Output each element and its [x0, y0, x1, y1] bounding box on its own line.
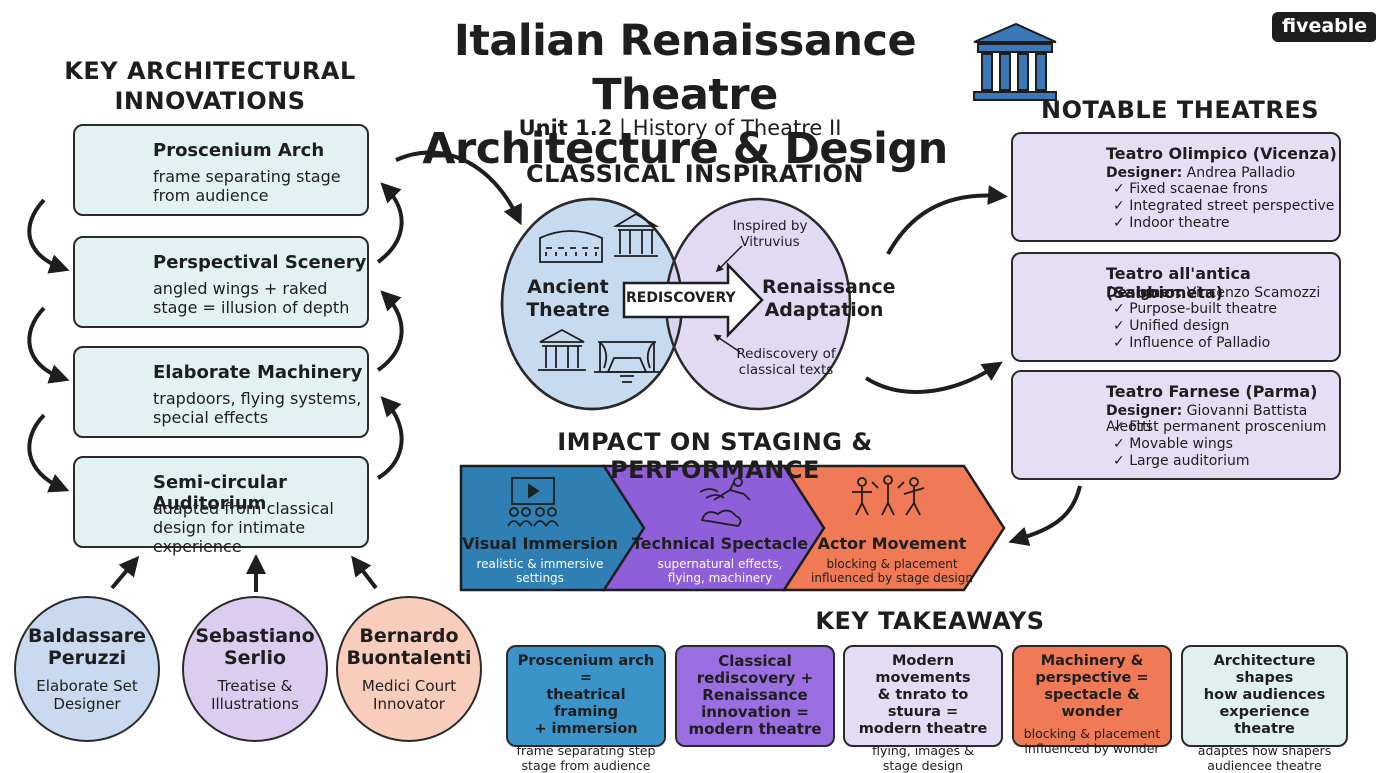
fiveable-logo[interactable]: fiveable	[1272, 12, 1376, 42]
theatre-card-farnese: Teatro Farnese (Parma) Designer: Giovann…	[1011, 370, 1341, 480]
innovations-heading: KEY ARCHITECTURAL INNOVATIONS	[64, 57, 356, 115]
page-title: Italian Renaissance Theatre Architecture…	[422, 16, 948, 174]
innovation-desc: trapdoors, flying systems, special effec…	[153, 389, 362, 427]
theatre-features: First permanent proscenium Movable wings…	[1113, 419, 1326, 470]
innovation-card-machinery: Elaborate Machinery trapdoors, flying sy…	[73, 346, 369, 438]
temple-icon	[612, 212, 660, 257]
feature-item: Fixed scaenae frons	[1113, 181, 1334, 198]
impact-band	[459, 464, 1006, 592]
parthenon-icon	[973, 22, 1057, 101]
innovation-card-auditorium: Semi-circular Auditorium adapted from cl…	[73, 456, 369, 556]
feature-item: Large auditorium	[1113, 453, 1326, 470]
innovation-card-proscenium: Proscenium Arch frame separating stage f…	[73, 124, 369, 216]
feature-item: Purpose-built theatre	[1113, 301, 1277, 318]
theatre-name: Teatro all'antica (Sabbioneta)	[1106, 264, 1251, 302]
innovation-desc: angled wings + raked stage = illusion of…	[153, 279, 350, 317]
theatre-card-sabbioneta: Teatro all'antica (Sabbioneta) Designer:…	[1011, 252, 1341, 362]
feature-item: Unified design	[1113, 318, 1277, 335]
page-subtitle: Unit 1.2 | History of Theatre II	[518, 116, 842, 140]
innovation-desc: adapted from classical design for intima…	[153, 499, 334, 556]
rediscovery-label: REDISCOVERY	[626, 290, 736, 306]
innovation-card-perspective: Perspectival Scenery angled wings + rake…	[73, 236, 369, 328]
theatre-card-olimpico: Teatro Olimpico (Vicenza) Designer: Andr…	[1011, 132, 1341, 242]
impact-heading: IMPACT ON STAGING & PERFORMANCE	[557, 428, 873, 484]
takeaway-card-4: Machinery &perspective =spectacle & wond…	[1012, 645, 1172, 756]
takeaway-card-3: Modern movements& tnrato to stuura =mode…	[843, 645, 1003, 773]
innovation-title: Perspectival Scenery	[153, 252, 367, 273]
stage-icon	[594, 341, 660, 383]
classical-heading: CLASSICAL INSPIRATION	[525, 160, 865, 188]
feature-item: Integrated street perspective	[1113, 198, 1334, 215]
actors-icon	[852, 475, 925, 516]
theatre-name: Teatro Olimpico (Vicenza)	[1106, 144, 1337, 163]
flying-figure-icon	[699, 477, 751, 527]
notable-heading: NOTABLE THEATRES	[1041, 96, 1319, 124]
theatre-name: Teatro Farnese (Parma)	[1106, 382, 1318, 401]
audience-screen-icon	[507, 477, 559, 527]
feature-item: Movable wings	[1113, 436, 1326, 453]
takeaways-heading: KEY TAKEAWAYS	[815, 607, 1045, 635]
feature-item: First permanent proscenium	[1113, 419, 1326, 436]
rediscovery-arrow	[622, 261, 764, 339]
innovation-title: Elaborate Machinery	[153, 362, 363, 383]
feature-item: Indoor theatre	[1113, 215, 1334, 232]
theatre-features: Purpose-built theatre Unified design Inf…	[1113, 301, 1277, 352]
innovation-title: Proscenium Arch	[153, 140, 325, 161]
theatre-designer: Designer: Andrea Palladio	[1106, 165, 1296, 181]
theatre-features: Fixed scaenae frons Integrated street pe…	[1113, 181, 1334, 232]
feature-item: Influence of Palladio	[1113, 335, 1277, 352]
temple-small-icon	[538, 328, 586, 371]
innovation-desc: frame separating stage from audience	[153, 167, 341, 205]
takeaway-card-1: Proscenium arch =theatrical framing+ imm…	[506, 645, 666, 773]
impact-technical-spectacle: Technical Spectacle supernatural effects…	[631, 534, 809, 585]
theatre-designer: Designer: Vincenzo Scamozzi	[1106, 285, 1321, 301]
innovation-title: Semi-circular Auditorium	[153, 472, 287, 514]
flow-arrows	[27, 150, 1082, 592]
colosseum-icon	[539, 230, 603, 263]
